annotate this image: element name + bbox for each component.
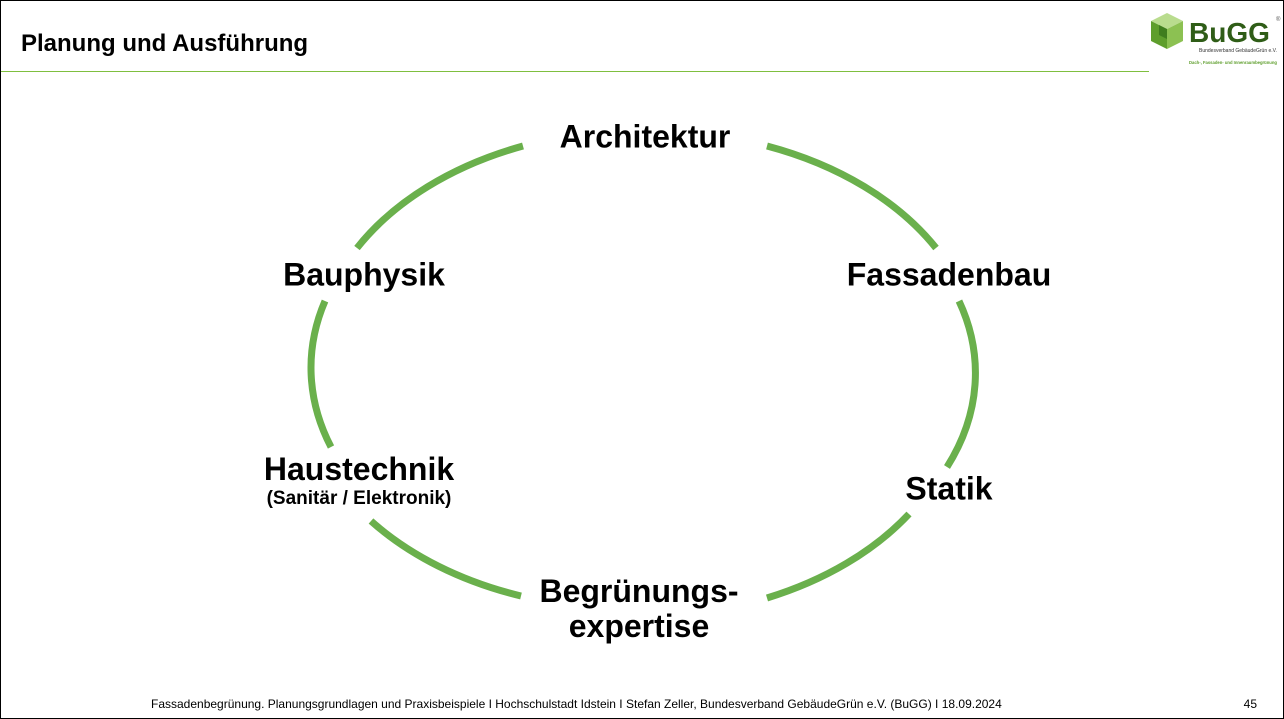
green-cube-icon: BuGG ® Bundesverband GebäudeGrün e.V. Da… [1151, 13, 1281, 65]
footer-text: Fassadenbegrünung. Planungsgrundlagen un… [151, 697, 1002, 711]
cycle-item-architektur: Architektur [559, 118, 731, 155]
svg-text:Bundesverband GebäudeGrün e.V.: Bundesverband GebäudeGrün e.V. [1199, 48, 1277, 54]
cycle-arc [307, 299, 335, 449]
slide-title: Planung und Ausführung [21, 30, 309, 57]
svg-text:BuGG: BuGG [1189, 17, 1270, 48]
cycle-item-haustechnik: Haustechnik (Sanitär / Elektronik) [263, 450, 455, 510]
cycle-arc [766, 142, 939, 251]
cycle-arc [944, 299, 979, 469]
cycle-item-begruenungsexpertise: Begrünungs- expertise [539, 572, 739, 644]
cycle-item-bauphysik: Bauphysik [283, 256, 445, 293]
cycle-arc [354, 142, 524, 251]
cycle-arc [368, 518, 522, 600]
cycle-arc [765, 511, 912, 602]
cycle-item-fassadenbau: Fassadenbau [846, 256, 1052, 293]
bugg-logo: BuGG ® Bundesverband GebäudeGrün e.V. Da… [1149, 9, 1281, 71]
page-number: 45 [1243, 697, 1257, 711]
cycle-item-statik: Statik [905, 470, 993, 507]
svg-text:®: ® [1276, 16, 1281, 23]
svg-text:Dach-, Fassaden- und Innenraum: Dach-, Fassaden- und Innenraumbegrünung [1189, 60, 1277, 65]
title-divider [1, 71, 1149, 72]
